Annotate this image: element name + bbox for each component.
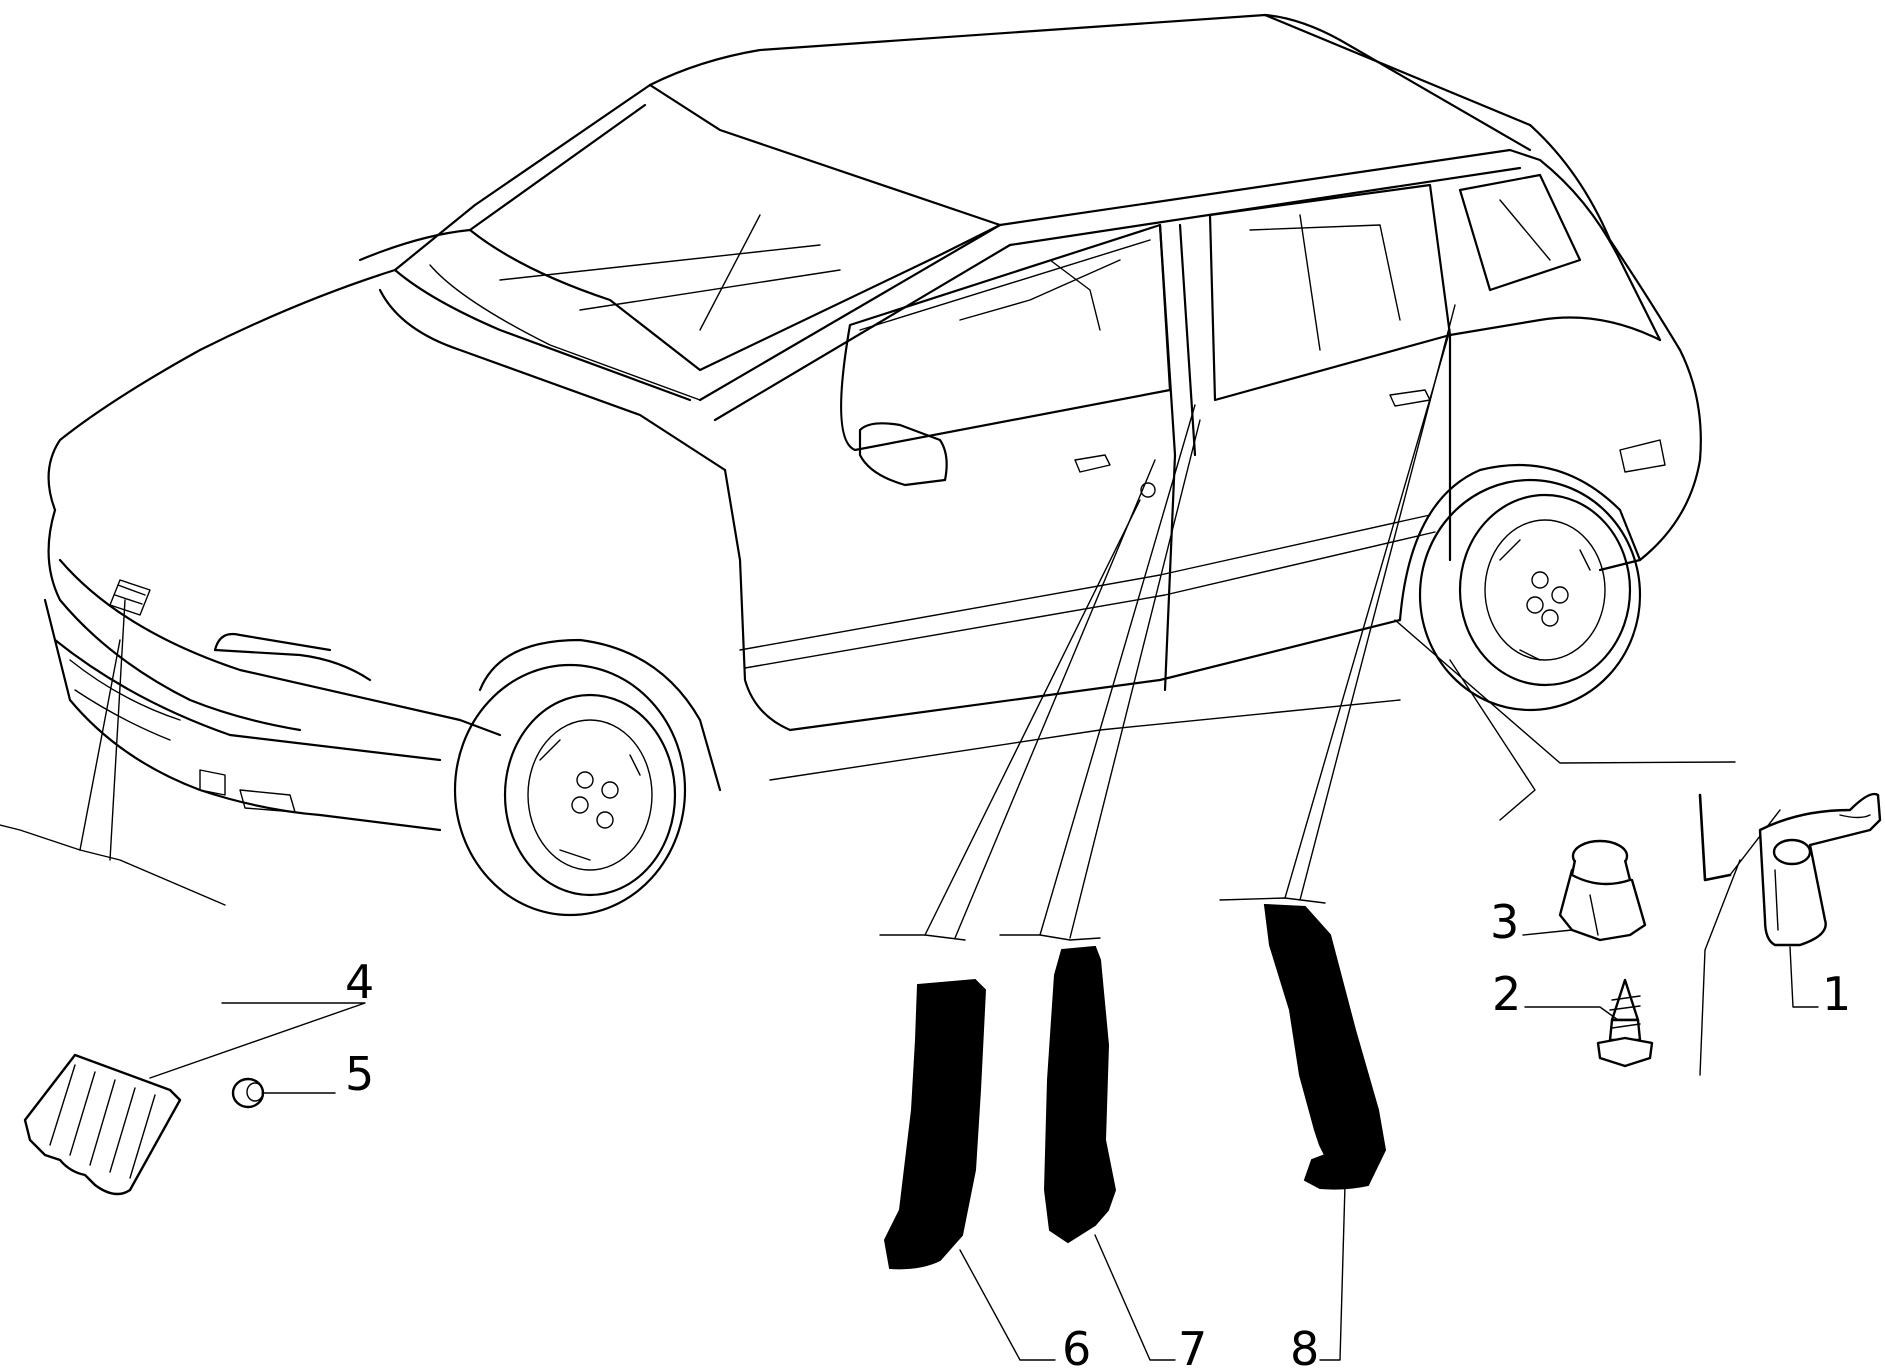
part-2-screw — [1596, 978, 1654, 1068]
callout-4: 4 — [345, 955, 374, 1009]
callout-3: 3 — [1490, 895, 1519, 949]
callout-5: 5 — [345, 1047, 374, 1101]
callout-8: 8 — [1290, 1322, 1319, 1369]
part-1-bracket — [1758, 792, 1882, 947]
callout-7: 7 — [1178, 1322, 1207, 1369]
leader-lines — [0, 304, 1781, 1076]
car-illustration — [43, 13, 1702, 917]
part-4-badge — [23, 1053, 182, 1196]
part-5-plug — [231, 1077, 265, 1109]
callout-6: 6 — [1062, 1322, 1091, 1369]
callout-1: 1 — [1822, 967, 1851, 1021]
part-7-weatherstrip — [1043, 945, 1117, 1244]
part-6-weatherstrip — [883, 978, 987, 1270]
part-3-clip-nut — [1558, 839, 1647, 942]
callout-leaders — [149, 929, 1819, 1361]
callout-2: 2 — [1492, 967, 1521, 1021]
part-8-weatherstrip — [1263, 903, 1387, 1190]
